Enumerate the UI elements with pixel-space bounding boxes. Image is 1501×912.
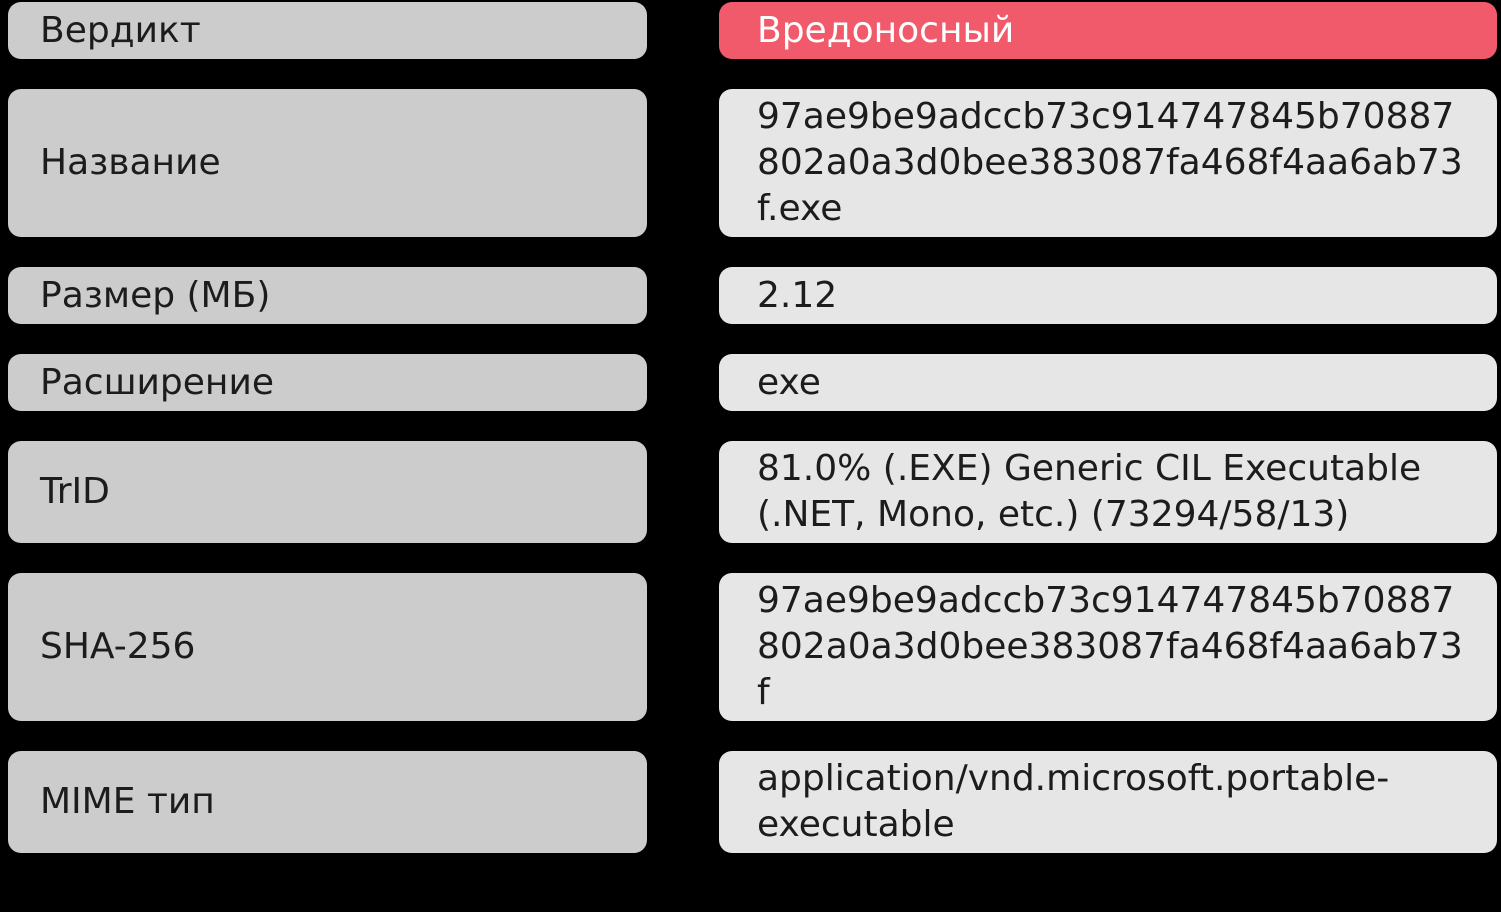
value-text-sha-256: 97ae9be9adccb73c914747845b70887802a0a3d0… xyxy=(757,580,1463,713)
label-cell-trid: TrID xyxy=(8,441,647,543)
label-cell-mime-type: MIME тип xyxy=(8,751,647,853)
value-cell-name: 97ae9be9adccb73c914747845b70887802a0a3d0… xyxy=(719,89,1497,237)
value-text-mime-type: application/vnd.microsoft.portable-execu… xyxy=(757,758,1390,845)
label-text-name: Название xyxy=(40,142,221,183)
value-cell-extension: exe xyxy=(719,354,1497,411)
value-text-verdict: Вредоносный xyxy=(757,9,1015,51)
label-text-mime-type: MIME тип xyxy=(40,781,215,822)
value-cell-size-mb: 2.12 xyxy=(719,267,1497,324)
value-cell-mime-type: application/vnd.microsoft.portable-execu… xyxy=(719,751,1497,853)
label-text-sha-256: SHA-256 xyxy=(40,626,196,667)
label-text-verdict: Вердикт xyxy=(40,9,201,51)
value-cell-sha-256: 97ae9be9adccb73c914747845b70887802a0a3d0… xyxy=(719,573,1497,721)
verdict-badge: Вредоносный xyxy=(719,2,1497,59)
label-cell-verdict: Вердикт xyxy=(8,2,647,59)
file-analysis-report-table: Вердикт Вредоносный Название 97ae9be9adc… xyxy=(8,2,1497,853)
label-cell-name: Название xyxy=(8,89,647,237)
value-text-trid: 81.0% (.EXE) Generic CIL Executable (.NE… xyxy=(757,448,1422,535)
value-text-size-mb: 2.12 xyxy=(757,274,838,316)
label-cell-size-mb: Размер (МБ) xyxy=(8,267,647,324)
value-text-extension: exe xyxy=(757,361,821,403)
value-cell-trid: 81.0% (.EXE) Generic CIL Executable (.NE… xyxy=(719,441,1497,543)
value-text-name: 97ae9be9adccb73c914747845b70887802a0a3d0… xyxy=(757,96,1463,229)
label-cell-extension: Расширение xyxy=(8,354,647,411)
label-text-size-mb: Размер (МБ) xyxy=(40,274,271,316)
label-cell-sha-256: SHA-256 xyxy=(8,573,647,721)
label-text-trid: TrID xyxy=(40,471,110,512)
label-text-extension: Расширение xyxy=(40,361,274,403)
